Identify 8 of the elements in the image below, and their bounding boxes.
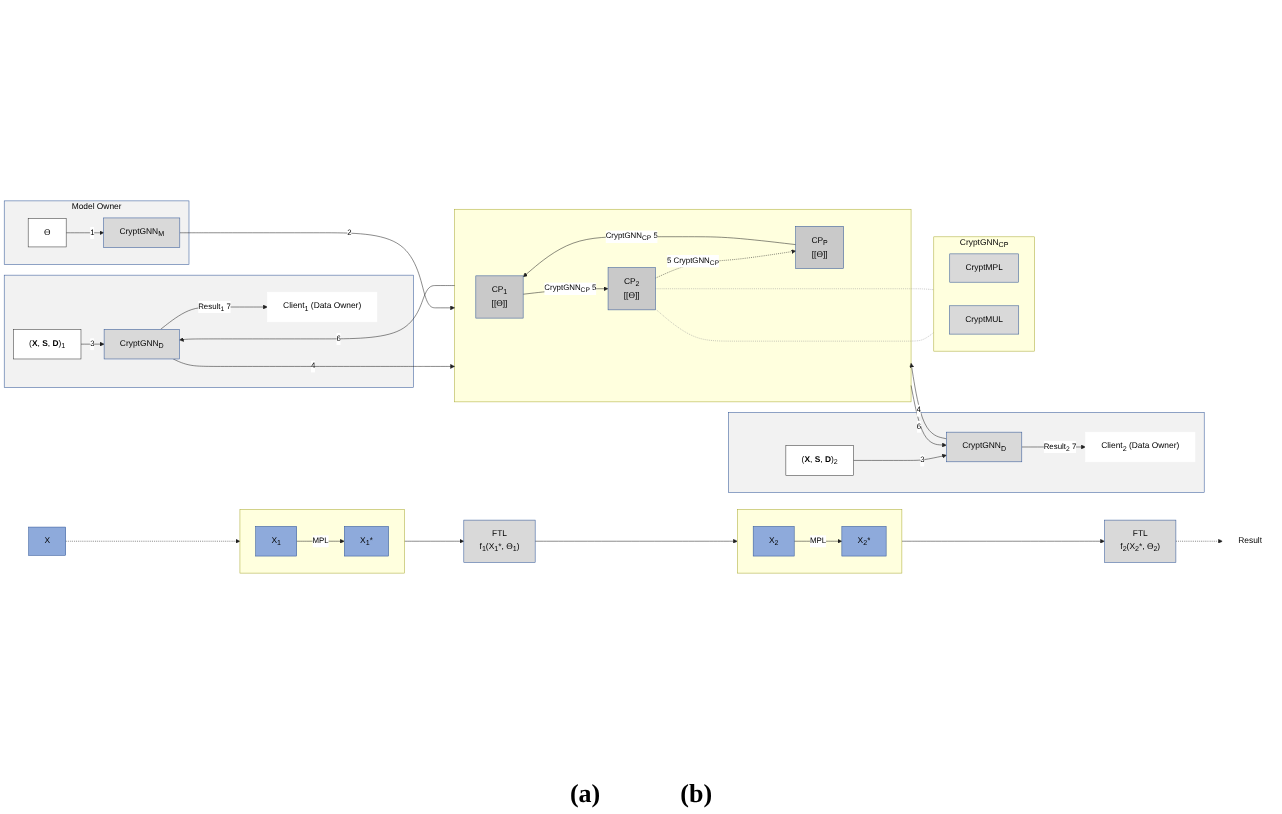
cluster — [3, 274, 414, 388]
cluster — [454, 209, 912, 403]
cluster — [737, 509, 903, 574]
panel-label: (a) — [569, 778, 601, 810]
panel-label: (b) — [680, 778, 713, 810]
cluster — [239, 509, 405, 574]
cluster — [728, 412, 1205, 493]
connector — [655, 308, 935, 342]
